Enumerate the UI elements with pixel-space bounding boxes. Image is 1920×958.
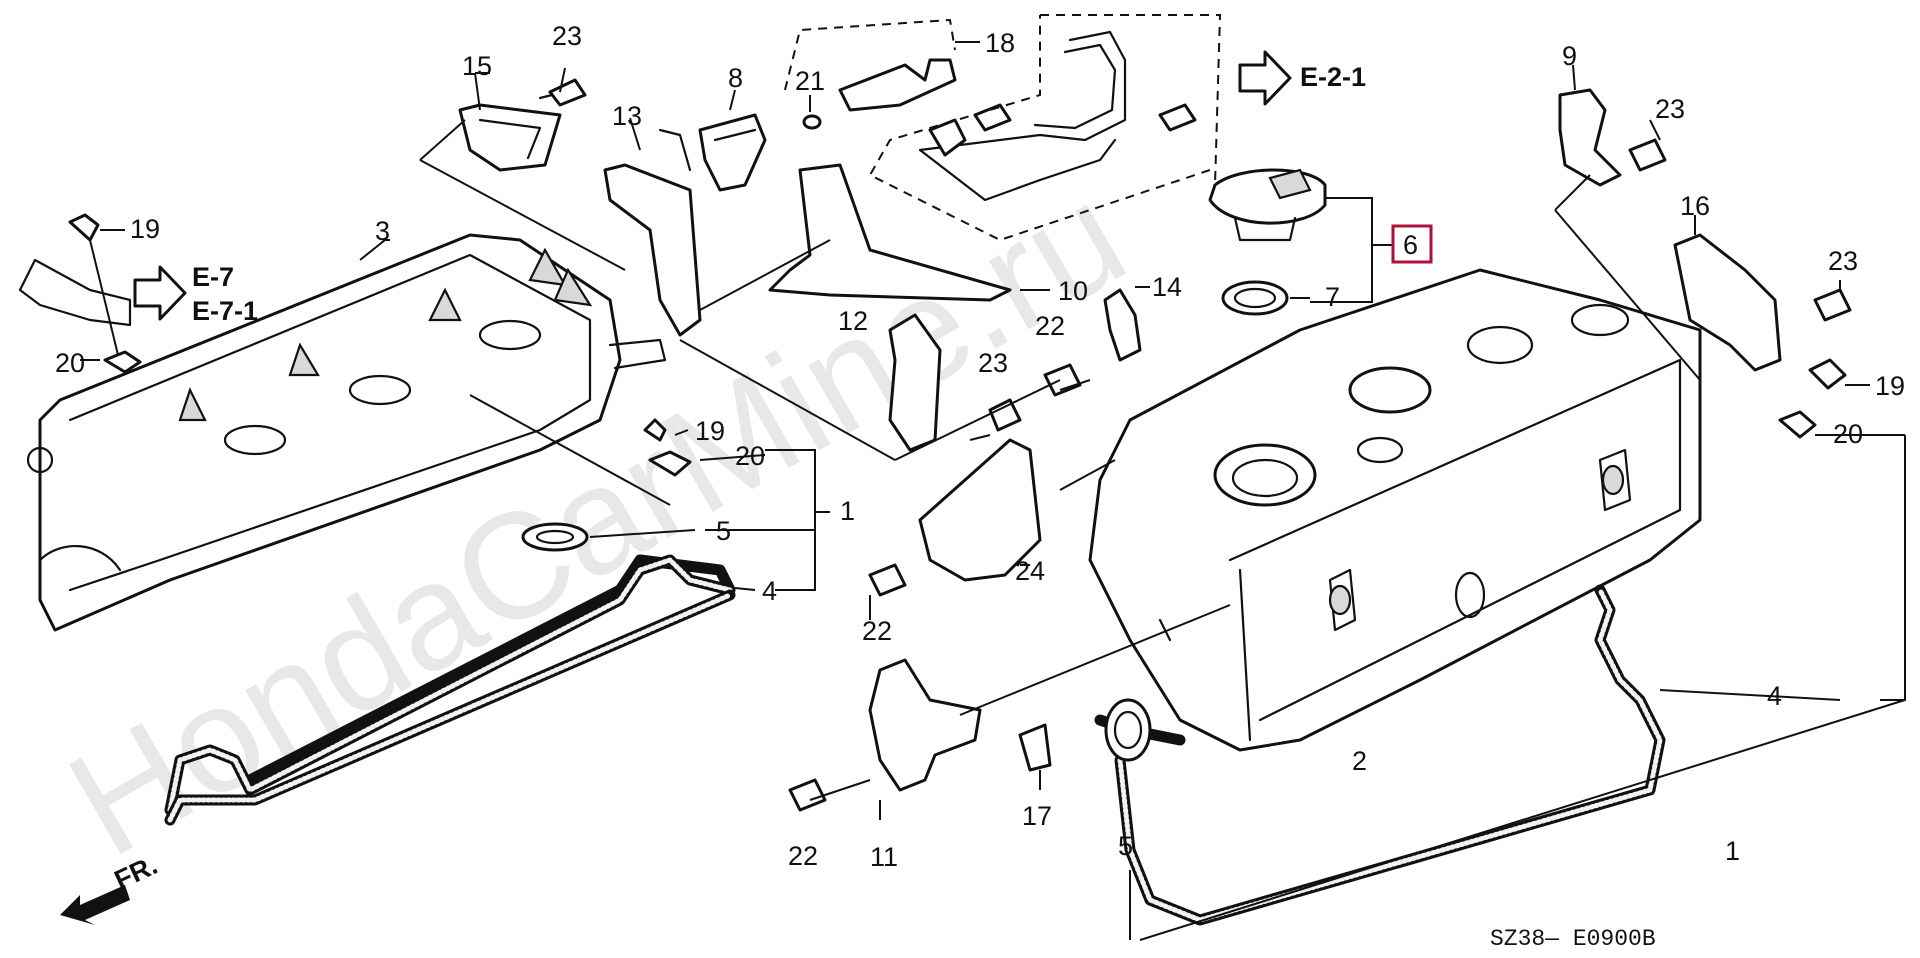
front-arrow-icon [60,885,130,925]
callout-22-midlow: 22 [862,616,892,646]
callout-7: 7 [1325,282,1340,312]
small-bracket-left [18,258,132,327]
callout-15: 15 [462,51,492,81]
callout-17: 17 [1022,801,1052,831]
callout-19-right: 19 [1875,371,1905,401]
callout-23-right-top: 23 [1655,94,1685,124]
bolt-23-right-top [1628,138,1667,172]
callout-19-mid: 19 [695,416,725,446]
bracket-15 [458,103,562,172]
bracket-24 [918,438,1042,582]
bracket-12 [888,313,942,452]
bracket-16 [1673,233,1782,372]
bracket-14 [1103,288,1142,362]
callout-22-low: 22 [788,841,818,871]
bracket-11 [868,658,982,792]
ref-arrow-e21 [1238,50,1292,106]
callout-16: 16 [1680,191,1710,221]
callout-1-right: 1 [1725,836,1740,866]
callout-23-mid: 23 [978,348,1008,378]
leader-lines [80,14,1906,941]
clamp-8 [698,113,767,192]
callout-12: 12 [838,306,868,336]
bolt-22-mid [1043,363,1082,397]
ref-arrow-e7 [133,265,187,321]
left-head-cover [26,233,667,632]
callout-18: 18 [985,28,1015,58]
callout-4-left: 4 [762,576,777,606]
callout-9: 9 [1562,41,1577,71]
bracket-10 [768,163,1012,302]
callout-20-mid: 20 [735,441,765,471]
pipe-assembly [918,30,1127,202]
grommet-20-right [1778,410,1817,439]
callout-5-left: 5 [716,516,731,546]
callout-14: 14 [1152,272,1182,302]
bolt-23-top [548,78,587,107]
ref-label-e71: E-7-1 [192,296,258,326]
callout-24: 24 [1015,556,1045,586]
ref-label-e7: E-7 [192,262,234,292]
callout-1-left: 1 [840,496,855,526]
bolt-23-mid [988,398,1022,432]
sensor-21 [802,58,957,130]
bolt-bracket-top [928,118,967,157]
clip-19-left [68,213,100,242]
callout-21: 21 [795,66,825,96]
ref-label-e21: E-2-1 [1300,62,1366,92]
callout-11: 11 [870,842,898,872]
callout-labels: 1 1 2 3 4 4 5 5 6 7 8 9 10 11 12 13 14 1… [55,21,1905,872]
oil-filler-o-ring [1221,280,1289,316]
nut-19-right [1808,358,1847,390]
callout-6: 6 [1403,230,1418,260]
bolt-22-low [788,778,827,812]
callout-3: 3 [375,216,390,246]
callout-8: 8 [728,63,743,93]
callout-20-left: 20 [55,348,85,378]
callout-5-right: 5 [1118,831,1133,861]
clip-19-mid [643,418,667,442]
grommet-20-mid [648,450,692,477]
callout-22-mid: 22 [1035,311,1065,341]
right-head-cover [1088,268,1702,752]
left-gasket [164,554,736,826]
callout-4-right: 4 [1767,681,1782,711]
callout-20-right: 20 [1833,419,1863,449]
diagram-code: SZ38— E0900B [1490,926,1656,952]
bracket-13 [603,163,702,337]
oil-filler-cap [1208,168,1327,242]
plug-seal-left [521,522,589,552]
callout-23-right: 23 [1828,246,1858,276]
bolt-22-midlow [868,563,907,597]
bolt-23-right [1813,288,1852,322]
callout-23-top: 23 [552,21,582,51]
callout-2: 2 [1352,746,1367,776]
bracket-9 [1558,88,1622,187]
highlight-box [1391,224,1433,264]
callout-10: 10 [1058,276,1088,306]
callout-13: 13 [612,101,642,131]
plug-seal-right [1104,698,1152,762]
callout-19-left: 19 [130,214,160,244]
